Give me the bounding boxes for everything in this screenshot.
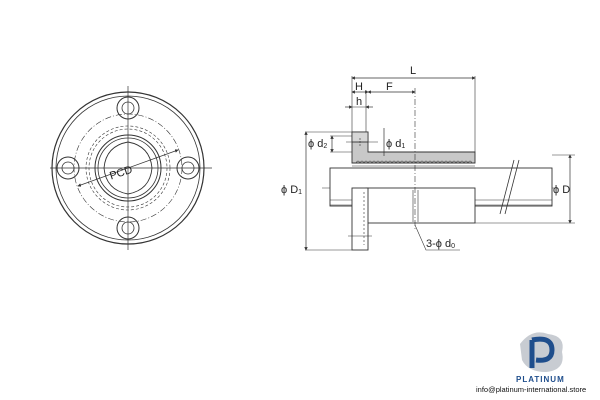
dim-H: H: [355, 81, 363, 93]
dim-D: ϕ D: [553, 184, 570, 196]
platinum-logo-icon: [520, 332, 563, 372]
logo-brand: PLATINUM: [516, 375, 565, 384]
dim-d2: ϕ d2: [308, 138, 327, 150]
dim-D1: ϕ D1: [281, 184, 302, 196]
front-view: [50, 86, 212, 250]
pcd-label: PCD: [108, 164, 134, 183]
dim-h: h: [356, 96, 362, 108]
dim-d0: 3-ϕ d0: [426, 238, 455, 250]
logo-email: info@platinum-international.store: [476, 385, 587, 394]
dim-F: F: [386, 81, 393, 93]
bolt-hole-bottom: [116, 216, 140, 240]
side-view: [304, 76, 575, 251]
dim-L: L: [410, 65, 416, 77]
bolt-hole-top: [116, 96, 140, 120]
dim-d1: ϕ d1: [386, 138, 405, 150]
